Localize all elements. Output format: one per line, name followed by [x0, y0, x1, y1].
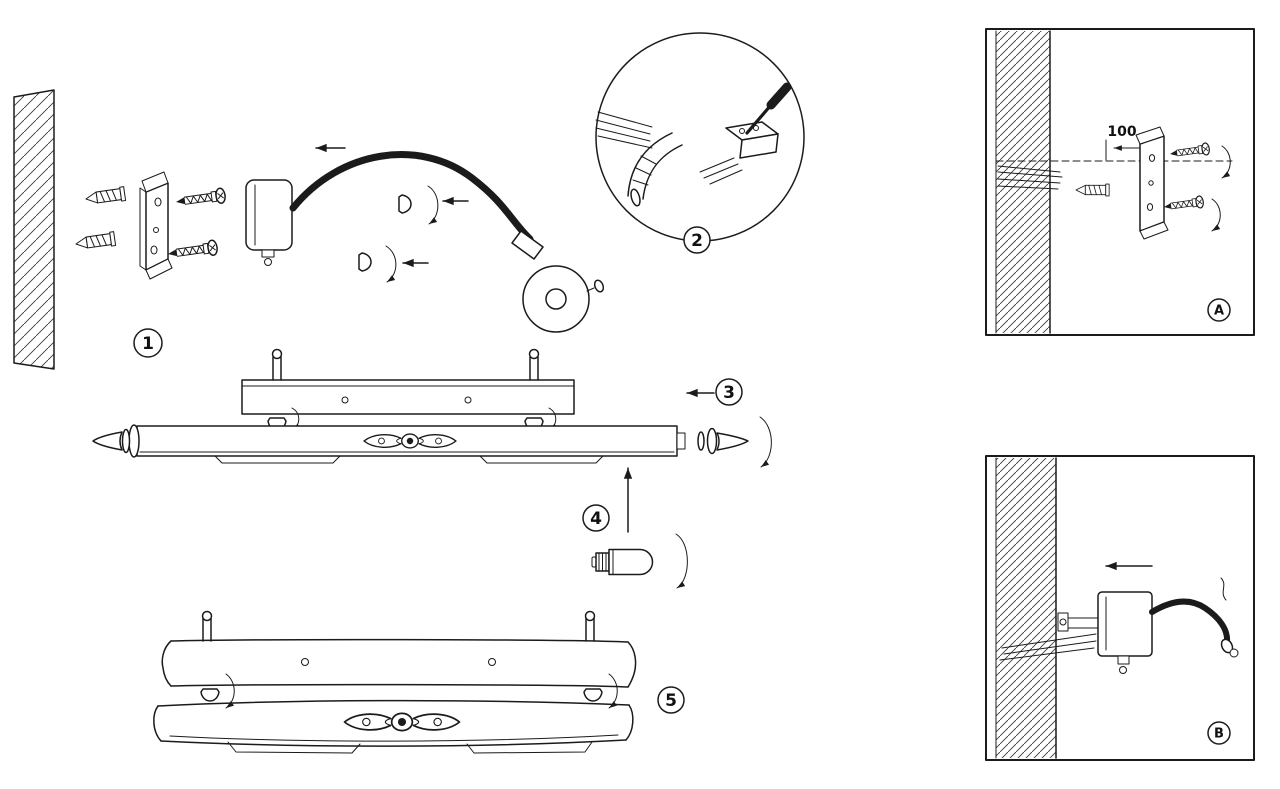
backplate-bar — [241, 348, 575, 431]
step-marker-3: 3 — [715, 378, 743, 406]
step3-bar-assembly: 3 — [92, 348, 772, 468]
screw-rotation-arrow — [1211, 198, 1221, 232]
fixture-thumbscrew — [583, 688, 603, 702]
step-marker-5: 5 — [657, 686, 685, 714]
inset-b-marker: B — [1207, 721, 1231, 745]
step-marker-4: 4 — [582, 504, 610, 532]
step-number-3: 3 — [723, 383, 735, 403]
assembled-front-bar — [153, 699, 634, 754]
mounting-screw — [166, 238, 219, 263]
mounting-plate — [139, 171, 173, 280]
bar-ornament — [343, 712, 461, 732]
step2-wiring-detail: 2 — [595, 32, 805, 254]
thumbscrew-detail-upper — [398, 185, 469, 225]
fixture-thumbscrew — [200, 688, 220, 702]
wall-anchor — [84, 186, 127, 207]
light-bulb — [591, 548, 654, 576]
wall-section — [13, 89, 55, 370]
wall-anchor — [74, 231, 117, 252]
terminal-block — [699, 121, 779, 185]
inset-b-wires — [999, 633, 1097, 661]
thumbscrew-detail-lower — [358, 245, 429, 283]
screwdriver — [745, 82, 792, 135]
dimension-100: 100 — [1105, 124, 1141, 161]
step-number-4: 4 — [590, 509, 602, 529]
step5-assembled-fixture: 5 — [153, 610, 685, 754]
flexible-conduit — [627, 132, 683, 207]
detached-finial — [697, 416, 772, 468]
inset-a-marker: A — [1207, 298, 1231, 322]
inset-a-label: A — [1214, 304, 1224, 319]
assembled-backplate — [161, 610, 637, 709]
lamp-head — [522, 265, 605, 333]
step-number-2: 2 — [691, 231, 703, 251]
lamp-canopy — [245, 179, 293, 266]
inset-b-wall — [995, 457, 1057, 759]
inset-a: 100 A — [985, 28, 1255, 336]
lamp-arm — [289, 151, 544, 260]
inset-b-label: B — [1214, 727, 1224, 742]
front-bar — [92, 424, 686, 464]
step4-bulb: 4 — [582, 467, 688, 589]
inset-a-wires — [997, 165, 1063, 190]
step-marker-2: 2 — [683, 226, 711, 254]
inset-b-canopy — [1057, 591, 1153, 674]
bulb-rotation-arrow — [675, 533, 688, 589]
mounting-screw — [174, 186, 227, 211]
inset-a-plate — [1135, 126, 1169, 240]
screw-rotation-arrow — [1221, 145, 1231, 179]
bare-wires — [595, 111, 653, 149]
inset-b: B — [985, 455, 1255, 761]
inset-b-arm — [1149, 577, 1239, 658]
step-number-5: 5 — [665, 691, 677, 711]
step-marker-1: 1 — [133, 328, 163, 358]
step1-wall-mounting: 1 — [13, 89, 605, 370]
dimension-value: 100 — [1107, 124, 1136, 140]
step-number-1: 1 — [142, 334, 154, 354]
